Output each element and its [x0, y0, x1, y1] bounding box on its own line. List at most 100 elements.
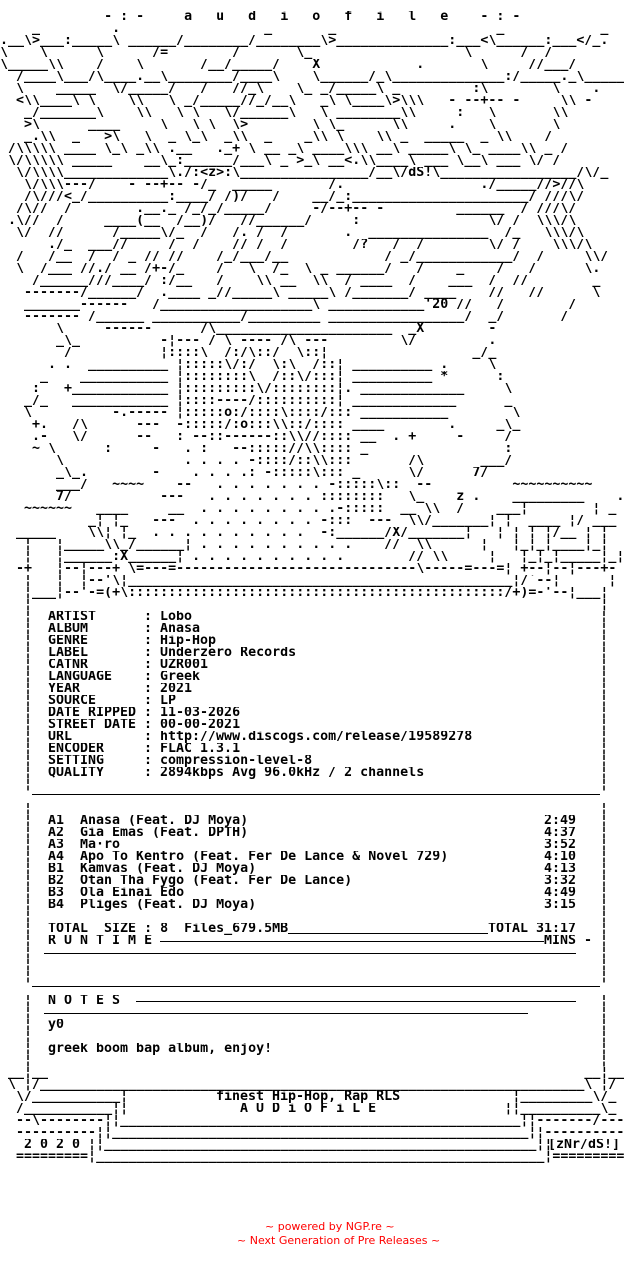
info-key: SOURCE	[48, 695, 97, 707]
notes-line: greek boom bap album, enjoy!	[0, 1043, 624, 1055]
info-key: LANGUAGE	[48, 671, 113, 683]
ascii-art-line: -+ ¦--¦---+ \=---=----------------------…	[0, 563, 617, 575]
blank-line	[0, 1031, 624, 1043]
blank-line	[0, 971, 624, 983]
ascii-art-line: \ -.----- ¦:::::o:/::::\::::/::: _______…	[0, 407, 521, 419]
info-row: CATNRUZR001	[0, 659, 624, 671]
ascii-art-line: \ \ \ /= / \_ \ / /	[0, 47, 553, 59]
release-info: ARTISTLoboALBUMAnasaGENRE Hip-HopLABELUnd…	[0, 611, 624, 779]
ascii-art-line: .- \/ -- : --::------::\\//:::: __ . + -…	[0, 431, 513, 443]
info-field: ARTISTLobo	[48, 611, 192, 623]
rule-line	[44, 953, 576, 954]
footer-art-line: =========¦______________________________…	[0, 1151, 624, 1163]
info-field: ALBUMAnasa	[48, 623, 200, 635]
info-key: GENRE	[48, 635, 89, 647]
info-row: ALBUMAnasa	[0, 623, 624, 635]
ascii-art-line: _\_. - . . . .: -:::::\::: _ \/ 7/	[0, 467, 489, 479]
ascii-art-line: _ . _ _ _ _	[0, 23, 609, 35]
track-duration: 4:49	[543, 887, 576, 899]
info-row: SETTINGcompression-level-8	[0, 755, 624, 767]
info-row: QUALITY 2894kbps Avg 96.0kHz / 2 channels	[0, 767, 624, 779]
info-row: STREET DATE 00-00-2021	[0, 719, 624, 731]
footer-art-line: ¦¦______________________________________…	[0, 1139, 624, 1151]
ascii-art-line: ~ \ : - . : --::::://\\:::: _ :	[0, 443, 513, 455]
track-title: Pliges (Feat. DJ Moya)	[80, 899, 257, 911]
rule-line	[44, 1013, 528, 1014]
track-duration: 3:15	[543, 899, 576, 911]
info-value: Hip-Hop	[144, 635, 216, 647]
info-value: 2021	[144, 683, 192, 695]
footer-group-name: A U D i O F i L E	[240, 1103, 377, 1115]
ascii-art-line: 7/ --- . . . . . . . :::::::: \_ z . ___…	[0, 491, 624, 503]
notes-rule	[136, 1001, 576, 1002]
ascii-art-line: \ _____ \/_____/ / //_\ \_ _/_____\ _ :\…	[0, 83, 601, 95]
ascii-art-line: _.\\ _ >\ \ _ \_\ _\\ _ _\\ \ \\ _ _____…	[0, 131, 553, 143]
dashed-rule	[0, 947, 624, 959]
section-divider: -¦¦-	[0, 791, 624, 803]
track-title: Gia Emas (Feat. DPTH)	[80, 827, 249, 839]
info-key: STREET DATE	[48, 719, 137, 731]
ascii-art-line: / ¦::::\ /:/\::/ \::¦ _/_	[0, 347, 497, 359]
ascii-art-line: ¦ ¦_____\\_/______¦ . . . . . . . . . . …	[0, 539, 609, 551]
track-row: B3 Ola Einai Edo 4:49	[0, 887, 624, 899]
ascii-art-line: ./_ ___// / / // / / /? / / \/ / \\\/\	[0, 239, 593, 251]
track-duration: 4:37	[543, 827, 576, 839]
track-title: Anasa (Feat. DJ Moya)	[80, 815, 249, 827]
info-key: SETTING	[48, 755, 105, 767]
ascii-art-line: ___/ ~~~~ -- . . . . . . . -:::::\:: -- …	[0, 479, 593, 491]
ascii-art-line: /\\\\\ ____ \_\ _\\ .__ ._+ \ __ _\ ____…	[0, 143, 569, 155]
site-subtitle: ~ Next Generation of Pre Releases ~	[237, 1234, 441, 1247]
ascii-art-line: ¦ ¦	[0, 599, 609, 611]
blank-line	[0, 911, 624, 923]
files-summary: TOTAL SIZE : 8 Files_679.5MB	[48, 923, 289, 935]
info-row: LABELUnderzero Records	[0, 647, 624, 659]
track-title: Apo To Kentro (Feat. Fer De Lance & Nove…	[80, 851, 449, 863]
ascii-art-line: / /__ / / _ // // /_/___/__ / _/________…	[0, 251, 609, 263]
info-value: Greek	[144, 671, 200, 683]
runtime-label: R U N T I M E	[48, 935, 153, 947]
info-value: 2894kbps Avg 96.0kHz / 2 channels	[144, 767, 424, 779]
ascii-art-line: _/_______\ \\ \ \ \/______\ \ ________\\…	[0, 107, 569, 119]
info-field: SOURCE LP	[48, 695, 176, 707]
info-field: QUALITY 2894kbps Avg 96.0kHz / 2 channels	[48, 767, 424, 779]
ascii-art-line: \_____\\ / \ /__/_____/ X . \ //___/	[0, 59, 577, 71]
ascii-art-line: ¦___¦--'-=(+\:::::::::::::::::::::::::::…	[0, 587, 609, 599]
total-size-line: TOTAL SIZE : 8 Files_679.5MB TOTAL 31:17	[0, 923, 624, 935]
ascii-art-line: /____\___/\____.__\________/____\ \_____…	[0, 71, 624, 83]
info-field: DATE RIPPED11-03-2026	[48, 707, 240, 719]
notes-heading: N O T E S	[48, 995, 121, 1007]
footer-art: ¦¦______________________________________…	[0, 1139, 553, 1151]
info-value: 00-00-2021	[144, 719, 240, 731]
ascii-art-line: +. /\ --- -:::::/:o:::\\::/:::: ____ . _…	[0, 419, 521, 431]
track-position: A3	[48, 839, 65, 851]
info-field: URLhttp://www.discogs.com/release/195892…	[48, 731, 472, 743]
footer-art-line: __¦__ __¦__	[0, 1067, 624, 1079]
info-key: ALBUM	[48, 623, 89, 635]
track-position: B3	[48, 887, 65, 899]
info-key: ENCODER	[48, 743, 105, 755]
info-field: SETTINGcompression-level-8	[48, 755, 312, 767]
info-field: ENCODERFLAC 1.3.1	[48, 743, 240, 755]
ascii-art-line: - : - a u d i o f i l e - : -	[0, 11, 521, 23]
track-title: Ola Einai Edo	[80, 887, 185, 899]
ascii-art-line: . . __________ ¦:::::\/:/ \:\ /::¦ _____…	[0, 359, 497, 371]
total-time: TOTAL 31:17	[488, 923, 577, 935]
track-position: A2	[48, 827, 65, 839]
track-duration: 3:52	[543, 839, 576, 851]
info-value: LP	[144, 695, 176, 707]
info-key: QUALITY	[48, 767, 105, 779]
info-key: LABEL	[48, 647, 89, 659]
track-position: B1	[48, 863, 65, 875]
footer-art: --\--------¦¦___________________________…	[0, 1115, 624, 1127]
info-row: SOURCE LP	[0, 695, 624, 707]
track-row: A2 Gia Emas (Feat. DPTH) 4:37	[0, 827, 624, 839]
section-divider: -¦¦-	[0, 983, 624, 995]
info-key: DATE RIPPED	[48, 707, 137, 719]
ascii-art-line: /\// / .__._ /_/_/_____/ -/--+-- - _____…	[0, 203, 577, 215]
powered-by-link[interactable]: ~ powered by NGP.re ~	[265, 1220, 395, 1233]
ascii-art-line: _ ___________ ¦::::::::\ /::\/:::¦ _____…	[0, 371, 505, 383]
